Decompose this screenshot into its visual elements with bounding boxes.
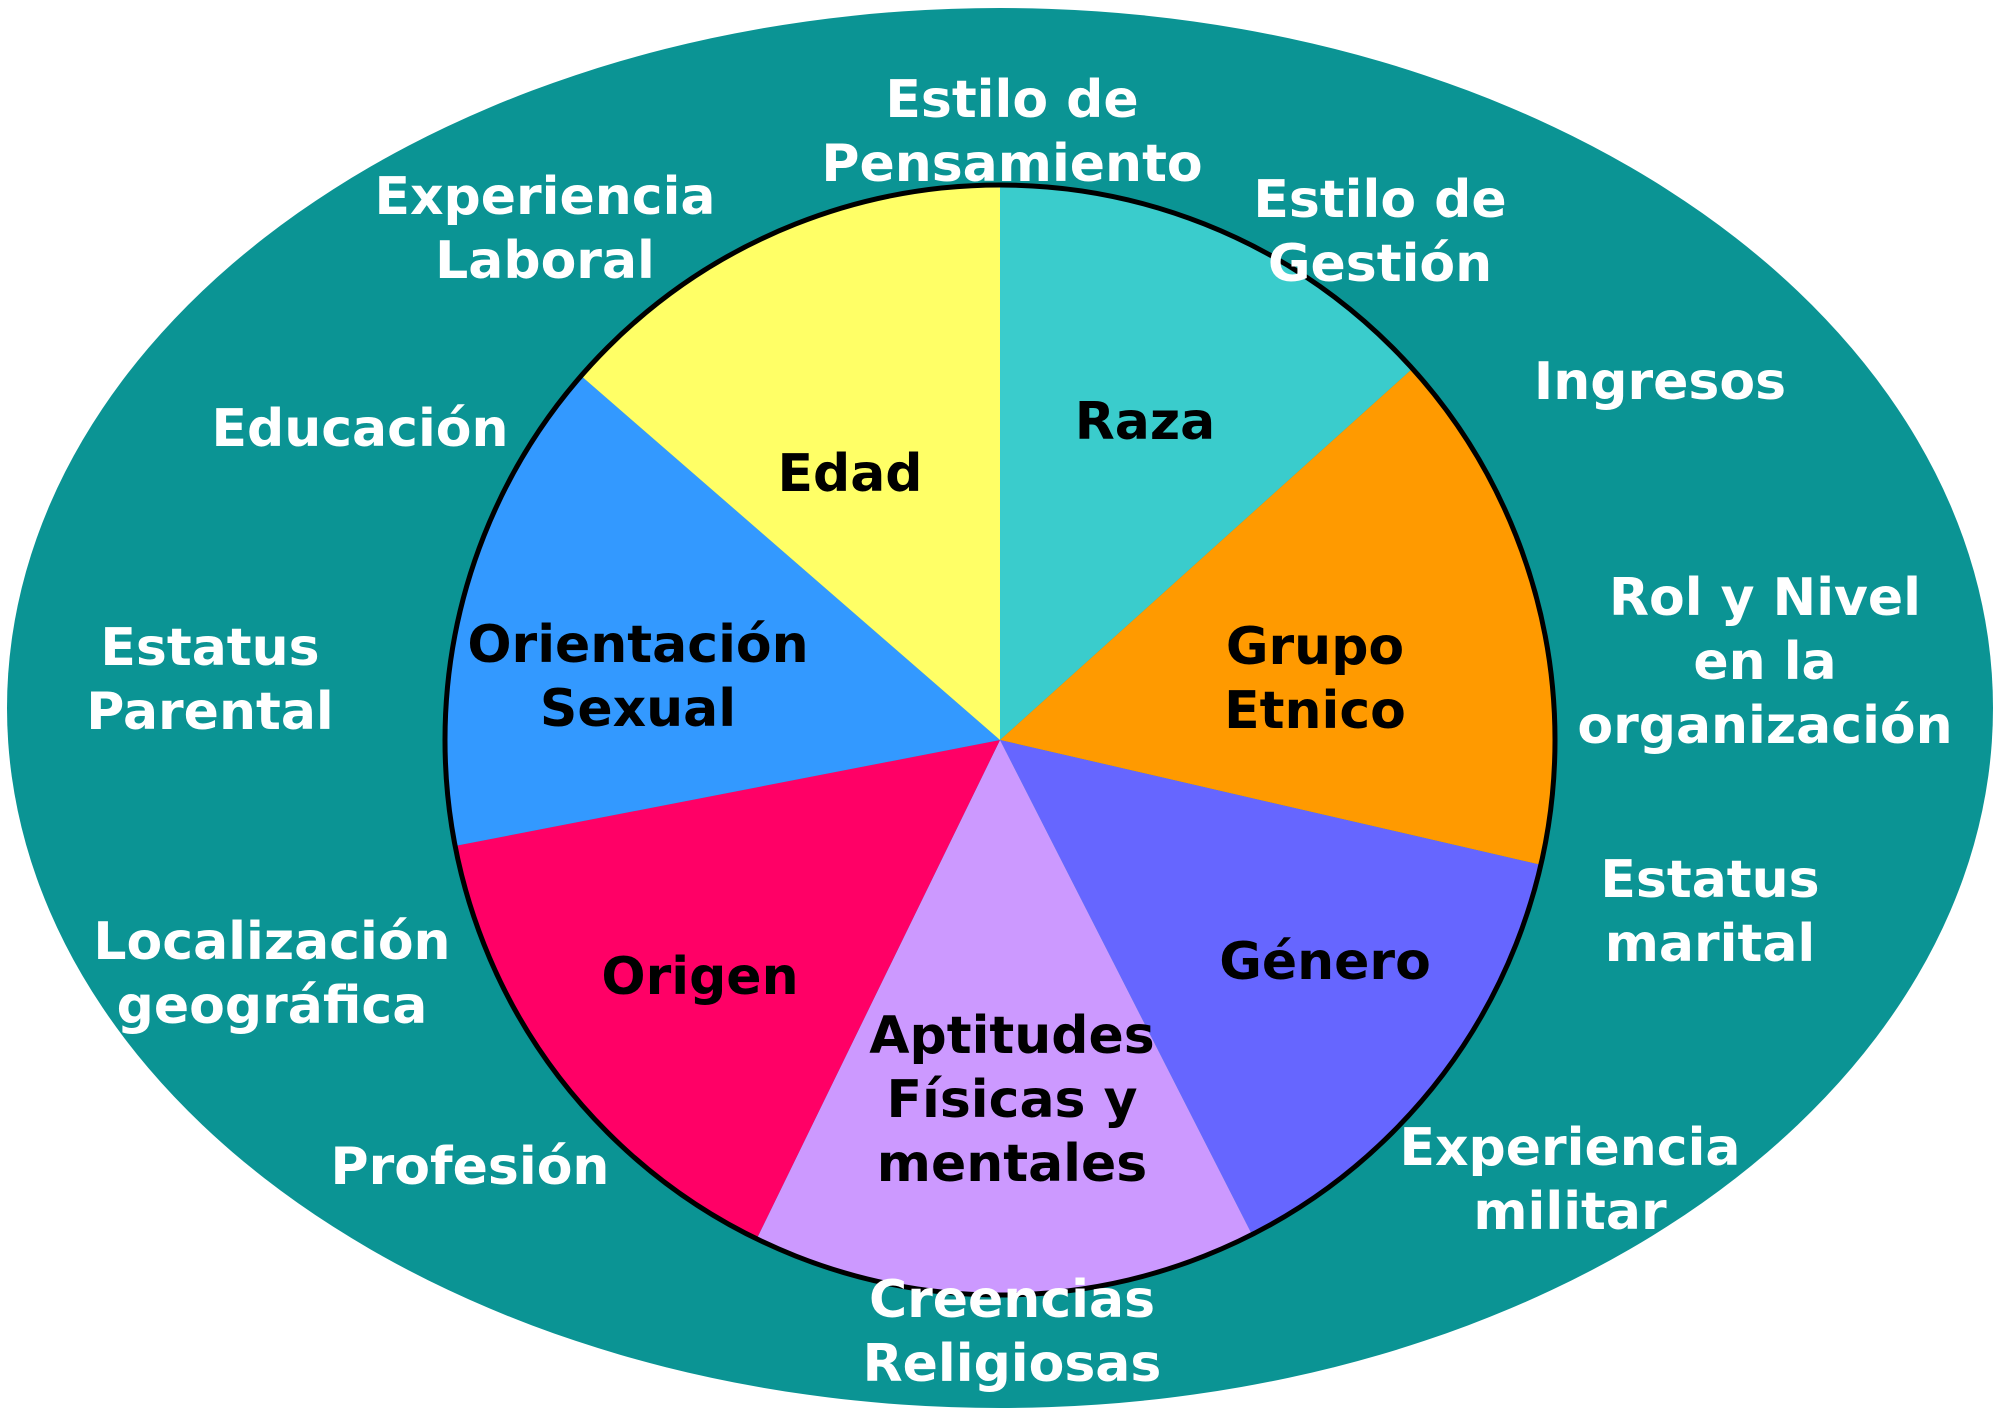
wedge-label-6-line: Edad	[777, 444, 922, 504]
inner-wheel-outline	[442, 182, 1558, 1298]
wedge-label-1-line: Grupo	[1226, 617, 1404, 677]
outer-label-9: Profesión	[331, 1137, 610, 1197]
wedge-label-6: Edad	[777, 444, 922, 504]
wedge-1	[1000, 368, 1555, 865]
outer-label-6-line: organización	[1577, 696, 1952, 756]
outer-label-1-line: Laboral	[435, 231, 655, 291]
outer-label-0-line: Estilo de	[885, 70, 1138, 130]
wedge-label-0: Raza	[1075, 392, 1216, 452]
outer-label-6-line: en la	[1693, 632, 1836, 692]
outer-label-11-line: Creencias	[869, 1270, 1155, 1330]
wedge-label-5-line: Sexual	[540, 679, 736, 739]
wedge-5	[445, 375, 1001, 846]
wedge-0	[1000, 185, 1413, 740]
outer-label-10-line: militar	[1473, 1182, 1667, 1242]
outer-label-5-line: Estatus	[100, 618, 319, 678]
wedge-label-4-line: Origen	[601, 947, 798, 1007]
wedge-6	[581, 185, 1000, 740]
outer-label-6-line: Rol y Nivel	[1609, 568, 1921, 628]
wedge-label-0-line: Raza	[1075, 392, 1216, 452]
outer-label-2-line: Gestión	[1268, 234, 1492, 294]
wedge-label-2-line: Género	[1219, 932, 1431, 992]
outer-label-9-line: Profesión	[331, 1137, 610, 1197]
outer-label-10-line: Experiencia	[1399, 1118, 1740, 1178]
wedge-label-3-line: mentales	[877, 1134, 1147, 1194]
wedge-3	[756, 740, 1252, 1296]
outer-label-3: Educación	[211, 399, 508, 459]
outer-label-0-line: Pensamiento	[821, 134, 1202, 194]
wedge-2	[1000, 740, 1541, 1235]
outer-label-11-line: Religiosas	[863, 1334, 1162, 1394]
wedge-label-5-line: Orientación	[467, 615, 808, 675]
outer-label-1-line: Experiencia	[374, 167, 715, 227]
outer-label-8-line: Estatus	[1600, 850, 1819, 910]
outer-label-8-line: marital	[1605, 914, 1816, 974]
outer-label-4-line: Ingresos	[1534, 352, 1786, 412]
outer-label-4: Ingresos	[1534, 352, 1786, 412]
outer-label-3-line: Educación	[211, 399, 508, 459]
outer-label-7-line: geográfica	[117, 976, 428, 1036]
wedge-label-3-line: Aptitudes	[869, 1006, 1154, 1066]
wedge-label-3-line: Físicas y	[887, 1070, 1138, 1130]
outer-label-5-line: Parental	[86, 682, 334, 742]
outer-label-7-line: Localización	[93, 912, 450, 972]
wedge-label-2: Género	[1219, 932, 1431, 992]
wedge-label-4: Origen	[601, 947, 798, 1007]
inner-wheel	[445, 185, 1555, 1296]
outer-label-2-line: Estilo de	[1253, 170, 1506, 230]
wedge-label-1-line: Etnico	[1224, 681, 1406, 741]
